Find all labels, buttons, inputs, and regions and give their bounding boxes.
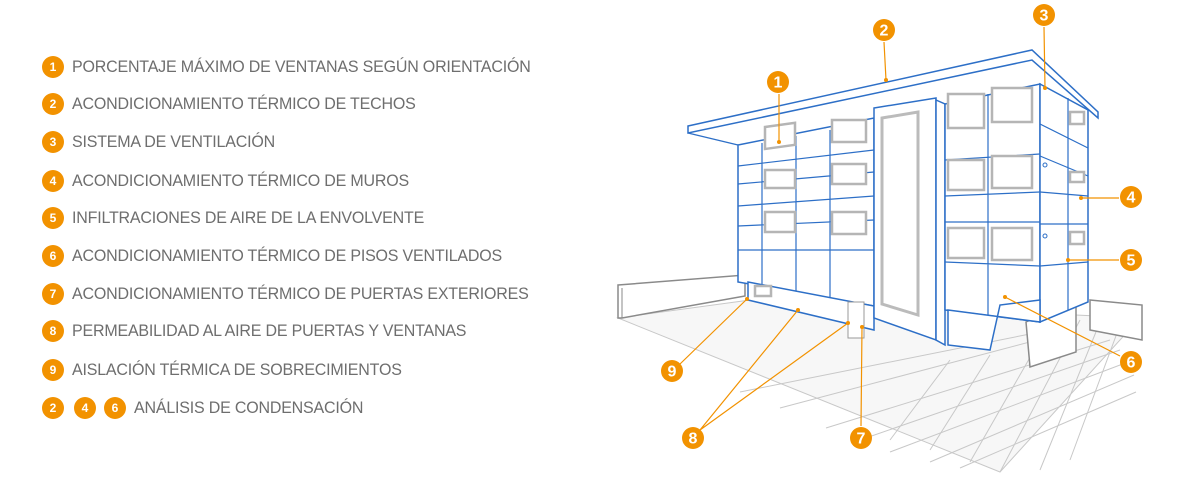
- legend-label: INFILTRACIONES DE AIRE DE LA ENVOLVENTE: [72, 208, 425, 227]
- legend-label: ACONDICIONAMIENTO TÉRMICO DE TECHOS: [72, 94, 416, 113]
- badge: 2: [42, 93, 64, 115]
- callout-6: 6: [1120, 351, 1142, 373]
- badge: 9: [42, 359, 64, 381]
- callout-8: 8: [682, 427, 704, 449]
- legend-item: 2 4 6 ANÁLISIS DE CONDENSACIÓN: [42, 396, 370, 420]
- svg-text:5: 5: [1127, 253, 1136, 270]
- callout-1: 1: [767, 71, 789, 93]
- legend-item: 2 ACONDICIONAMIENTO TÉRMICO DE TECHOS: [42, 92, 426, 116]
- badge: 8: [42, 320, 64, 342]
- badge: 6: [104, 397, 126, 419]
- legend-item: 6 ACONDICIONAMIENTO TÉRMICO DE PISOS VENT…: [42, 244, 515, 268]
- callout-5: 5: [1120, 249, 1142, 271]
- badge: 6: [42, 245, 64, 267]
- badge: 1: [42, 56, 64, 78]
- legend-item: 5 INFILTRACIONES DE AIRE DE LA ENVOLVENTE: [42, 206, 435, 230]
- legend-label: ACONDICIONAMIENTO TÉRMICO DE MUROS: [72, 171, 409, 190]
- right-facade: [944, 82, 1089, 351]
- callout-9: 9: [661, 360, 683, 382]
- legend-label: PORCENTAJE MÁXIMO DE VENTANAS SEGÚN ORIE…: [72, 57, 531, 76]
- legend-label: ACONDICIONAMIENTO TÉRMICO DE PISOS VENTI…: [72, 246, 502, 265]
- legend-label: SISTEMA DE VENTILACIÓN: [72, 132, 275, 151]
- legend-item: 1 PORCENTAJE MÁXIMO DE VENTANAS SEGÚN ORI…: [42, 55, 545, 79]
- badge: 2: [42, 397, 64, 419]
- legend-item: 8 PERMEABILIDAD AL AIRE DE PUERTAS Y VENT…: [42, 319, 479, 343]
- svg-text:7: 7: [857, 431, 866, 448]
- legend-item: 3 SISTEMA DE VENTILACIÓN: [42, 130, 281, 154]
- badge: 3: [42, 131, 64, 153]
- svg-text:2: 2: [880, 23, 889, 40]
- stair-tower: [873, 97, 946, 347]
- legend-item: 7 ACONDICIONAMIENTO TÉRMICO DE PUERTAS EX…: [42, 282, 543, 306]
- badge: 4: [74, 397, 96, 419]
- legend-label: PERMEABILIDAD AL AIRE DE PUERTAS Y VENTA…: [72, 321, 467, 340]
- legend-label: AISLACIÓN TÉRMICA DE SOBRECIMIENTOS: [72, 360, 402, 379]
- roof: [687, 49, 1099, 146]
- legend-item: 4 ACONDICIONAMIENTO TÉRMICO DE MUROS: [42, 169, 419, 193]
- badge: 4: [42, 170, 64, 192]
- svg-text:3: 3: [1040, 8, 1049, 25]
- callout-leaders: [679, 26, 1121, 431]
- svg-text:8: 8: [689, 431, 698, 448]
- badge: 7: [42, 283, 64, 305]
- svg-text:9: 9: [668, 364, 677, 381]
- ground-grid: [616, 299, 1142, 473]
- callout-7: 7: [850, 427, 872, 449]
- badge: 5: [42, 207, 64, 229]
- svg-text:1: 1: [774, 75, 783, 92]
- callout-4: 4: [1120, 186, 1142, 208]
- legend-label: ANÁLISIS DE CONDENSACIÓN: [134, 398, 364, 417]
- svg-text:4: 4: [1127, 190, 1136, 207]
- legend-item: 9 AISLACIÓN TÉRMICA DE SOBRECIMIENTOS: [42, 358, 412, 382]
- callout-2: 2: [873, 19, 895, 41]
- callout-3: 3: [1033, 4, 1055, 26]
- legend-label: ACONDICIONAMIENTO TÉRMICO DE PUERTAS EXT…: [72, 284, 529, 303]
- svg-text:6: 6: [1127, 355, 1136, 372]
